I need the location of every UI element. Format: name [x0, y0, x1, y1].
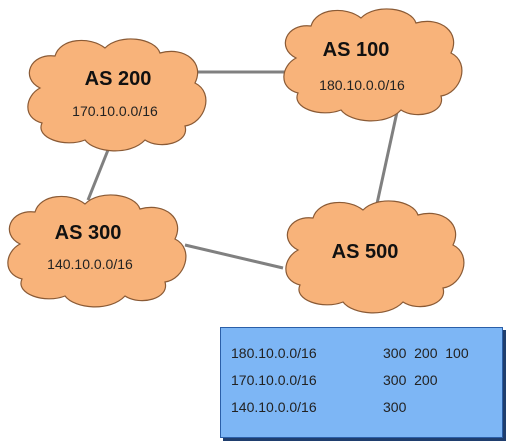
route-row: 180.10.0.0/16 300 200 100 — [231, 342, 502, 369]
node-name: AS 300 — [55, 222, 122, 244]
route-prefix: 180.10.0.0/16 — [231, 345, 317, 361]
route-row: 170.10.0.0/16 300 200 — [231, 369, 502, 396]
cloud-as200: AS 200 170.10.0.0/16 — [27, 38, 207, 152]
cloud-as500: AS 500 — [285, 200, 465, 314]
as-path: 300 200 100 — [383, 345, 469, 361]
route-prefix: 140.10.0.0/16 — [231, 399, 317, 415]
as-path: 300 — [383, 399, 407, 415]
route-prefix: 170.10.0.0/16 — [231, 372, 317, 388]
cloud-as300: AS 300 140.10.0.0/16 — [7, 194, 187, 308]
node-prefix: 170.10.0.0/16 — [72, 103, 158, 119]
cloud-icon — [7, 194, 187, 308]
cloud-icon — [285, 200, 465, 314]
link-as200-as300 — [86, 149, 110, 201]
node-name: AS 200 — [85, 68, 152, 90]
node-prefix: 180.10.0.0/16 — [319, 77, 405, 93]
cloud-icon — [27, 38, 207, 152]
link-as300-as500 — [184, 243, 284, 270]
route-row: 140.10.0.0/16 300 — [231, 396, 502, 423]
as-path: 300 200 — [383, 372, 438, 388]
node-prefix: 140.10.0.0/16 — [47, 256, 133, 272]
node-name: AS 100 — [323, 39, 390, 61]
cloud-icon — [283, 8, 463, 122]
cloud-as100: AS 100 180.10.0.0/16 — [283, 8, 463, 122]
node-name: AS 500 — [332, 241, 399, 263]
route-table: 180.10.0.0/16 300 200 100 170.10.0.0/16 30… — [220, 327, 503, 438]
